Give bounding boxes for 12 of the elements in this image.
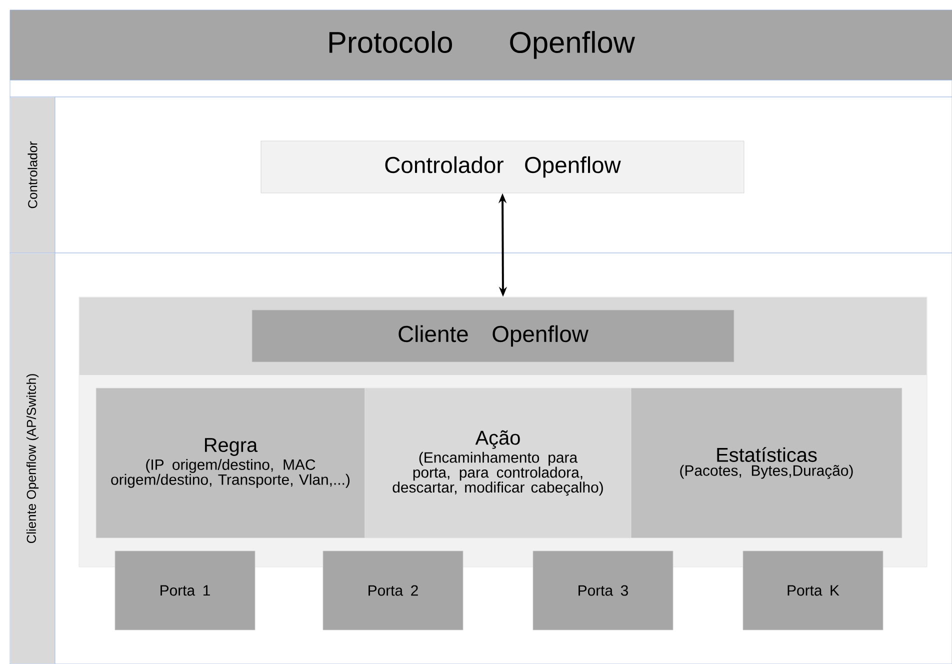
table-cell: Estatísticas (Pacotes, Bytes,Duração) xyxy=(630,388,902,538)
lane-label: Cliente Openflow (AP/Switch) xyxy=(26,374,39,544)
lane-label: Controlador xyxy=(28,141,38,208)
table-cell: Regra (IP origem/destino, MAC origem/destino, Transporte, Vlan,...) xyxy=(96,388,366,538)
table-cell: Ação (Encaminhamento para porta, para controladora, descartar, modificar cabeçalho) xyxy=(364,388,632,538)
port-box: Porta 1 xyxy=(114,550,256,630)
title-band: Protocolo Openflow xyxy=(10,10,952,80)
port-box: Porta K xyxy=(742,550,884,630)
process-box: Cliente Openflow xyxy=(252,310,734,362)
process-box: Controlador Openflow xyxy=(260,140,744,194)
port-box: Porta 3 xyxy=(532,550,674,630)
port-box: Porta 2 xyxy=(322,550,464,630)
